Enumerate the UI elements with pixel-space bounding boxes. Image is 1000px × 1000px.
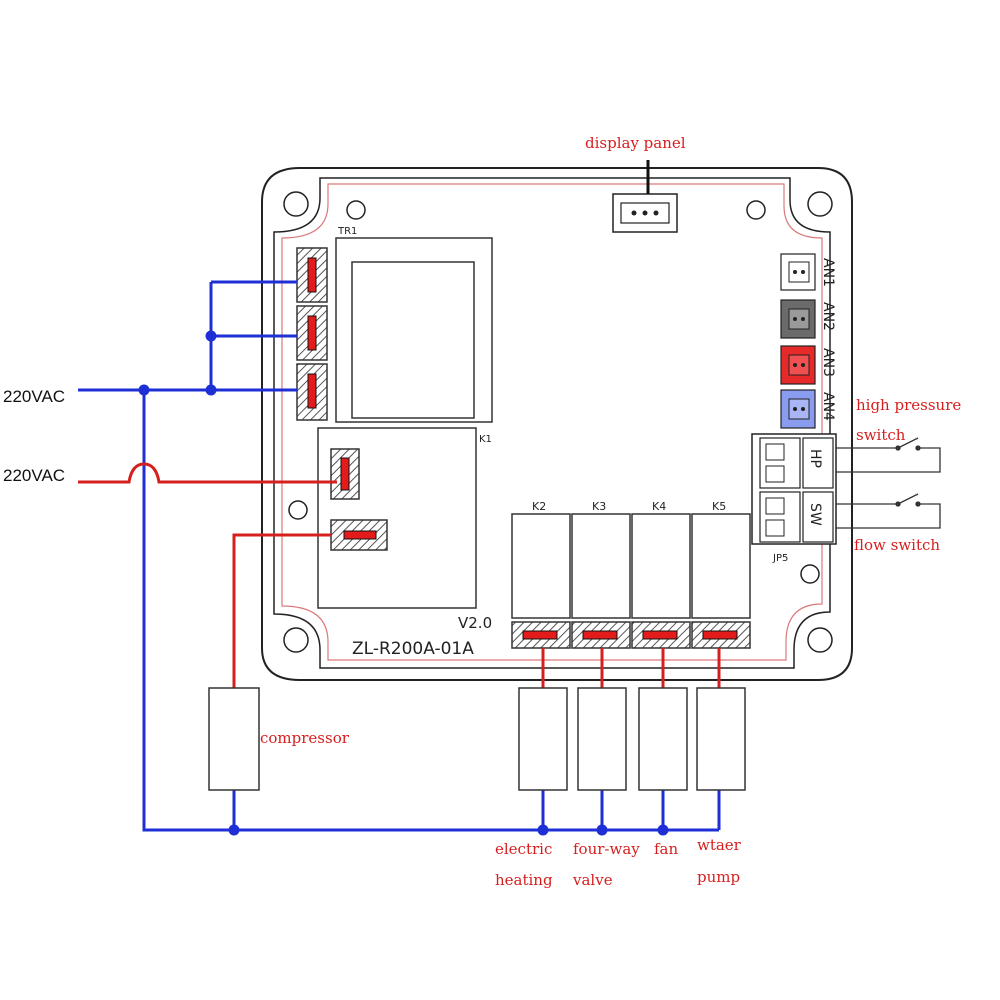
mount-hole-top-left (283, 191, 309, 217)
live-supply-wire (78, 462, 337, 484)
high-pressure-label-line2: switch (856, 426, 906, 444)
power-terminal-1 (296, 247, 328, 303)
connector-hp-label: HP (807, 449, 823, 468)
via-mid-right (800, 564, 820, 584)
k1-live-terminal (330, 448, 360, 500)
power-terminal-3-pin (307, 373, 317, 409)
connector-an2 (780, 299, 816, 339)
connector-jp5-label: JP5 (772, 553, 788, 564)
power-terminal-3 (296, 363, 328, 421)
board-inner-outline (273, 177, 831, 669)
four-way-label: four-way (573, 840, 640, 858)
connector-an3 (780, 345, 816, 385)
fan-load (638, 687, 688, 791)
electric-label: electric (495, 840, 552, 858)
control-board: TR1 K1 V2.0 ZL-R200A-01A AN1 (261, 167, 853, 681)
high-pressure-switch (836, 437, 941, 473)
relay-k5-terminal-pin (702, 630, 738, 640)
board-version: V2.0 (458, 614, 492, 632)
relay-k4-terminal-pin (642, 630, 678, 640)
display-pin-2 (642, 210, 648, 216)
relay-k1-body (317, 427, 477, 609)
transformer-label: TR1 (337, 226, 357, 237)
k1-compressor-terminal-pin (343, 530, 377, 540)
relay-k5-terminal (691, 621, 751, 649)
compressor-live-wire (232, 533, 331, 688)
display-panel-label: display panel (585, 134, 686, 152)
live-wiring (78, 462, 721, 688)
junction-heater (537, 824, 549, 836)
four-way-valve-load (577, 687, 627, 791)
relay-k2-terminal-pin (522, 630, 558, 640)
flow-switch (836, 493, 941, 529)
compressor-label: compressor (260, 729, 350, 747)
connector-an2-label: AN2 (820, 302, 836, 331)
mount-hole-bottom-right (807, 627, 833, 653)
fan-label: fan (654, 840, 678, 858)
connector-an1 (780, 253, 816, 291)
pump-label: pump (697, 868, 740, 886)
board-model: ZL-R200A-01A (352, 639, 474, 659)
relay-k2-label: K2 (532, 500, 546, 513)
connector-an1-label: AN1 (820, 258, 836, 287)
via-mid-left (288, 500, 308, 520)
relay-k4-label: K4 (652, 500, 666, 513)
junction-valve (596, 824, 608, 836)
heating-label: heating (495, 871, 553, 889)
relay-k1-label: K1 (479, 434, 492, 445)
relay-k3-terminal-pin (582, 630, 618, 640)
flow-switch-label: flow switch (854, 536, 940, 554)
junction-fan (657, 824, 669, 836)
junction-jumper-middle (205, 330, 217, 342)
connector-sw-label: SW (807, 503, 823, 526)
junction-jumper (205, 384, 217, 396)
relay-k2-body (511, 513, 571, 619)
connector-jp5 (751, 433, 837, 545)
compressor-load (208, 687, 260, 791)
power-terminal-2-pin (307, 315, 317, 351)
high-pressure-label-line1: high pressure (856, 396, 961, 414)
neutral-bus-lower (142, 475, 719, 832)
via-top-right (746, 200, 766, 220)
electric-heating-load (518, 687, 568, 791)
relay-k3-label: K3 (592, 500, 606, 513)
junction-compressor (228, 824, 240, 836)
valve-label: valve (572, 871, 613, 889)
transformer-core (351, 261, 475, 419)
board-copper-trace (281, 183, 823, 661)
mount-hole-bottom-left (283, 627, 309, 653)
neutral-supply-label: 220VAC (3, 387, 65, 406)
water-pump-load (696, 687, 746, 791)
neutral-wiring (78, 280, 721, 832)
neutral-junctions (138, 330, 669, 836)
relay-k5-label: K5 (712, 500, 726, 513)
mount-hole-top-right (807, 191, 833, 217)
connector-an4 (780, 389, 816, 429)
junction-supply (138, 384, 150, 396)
via-top-left (346, 200, 366, 220)
water-label: wtaer (697, 836, 742, 854)
display-pin-3 (653, 210, 659, 216)
relay-k4-body (631, 513, 691, 619)
connector-an3-label: AN3 (820, 348, 836, 377)
relay-k5-body (691, 513, 751, 619)
power-terminal-1-pin (307, 257, 317, 293)
connector-an4-label: AN4 (820, 392, 836, 421)
k1-live-terminal-pin (340, 457, 350, 491)
display-pin-1 (631, 210, 637, 216)
live-supply-label: 220VAC (3, 466, 65, 485)
relay-k3-body (571, 513, 631, 619)
